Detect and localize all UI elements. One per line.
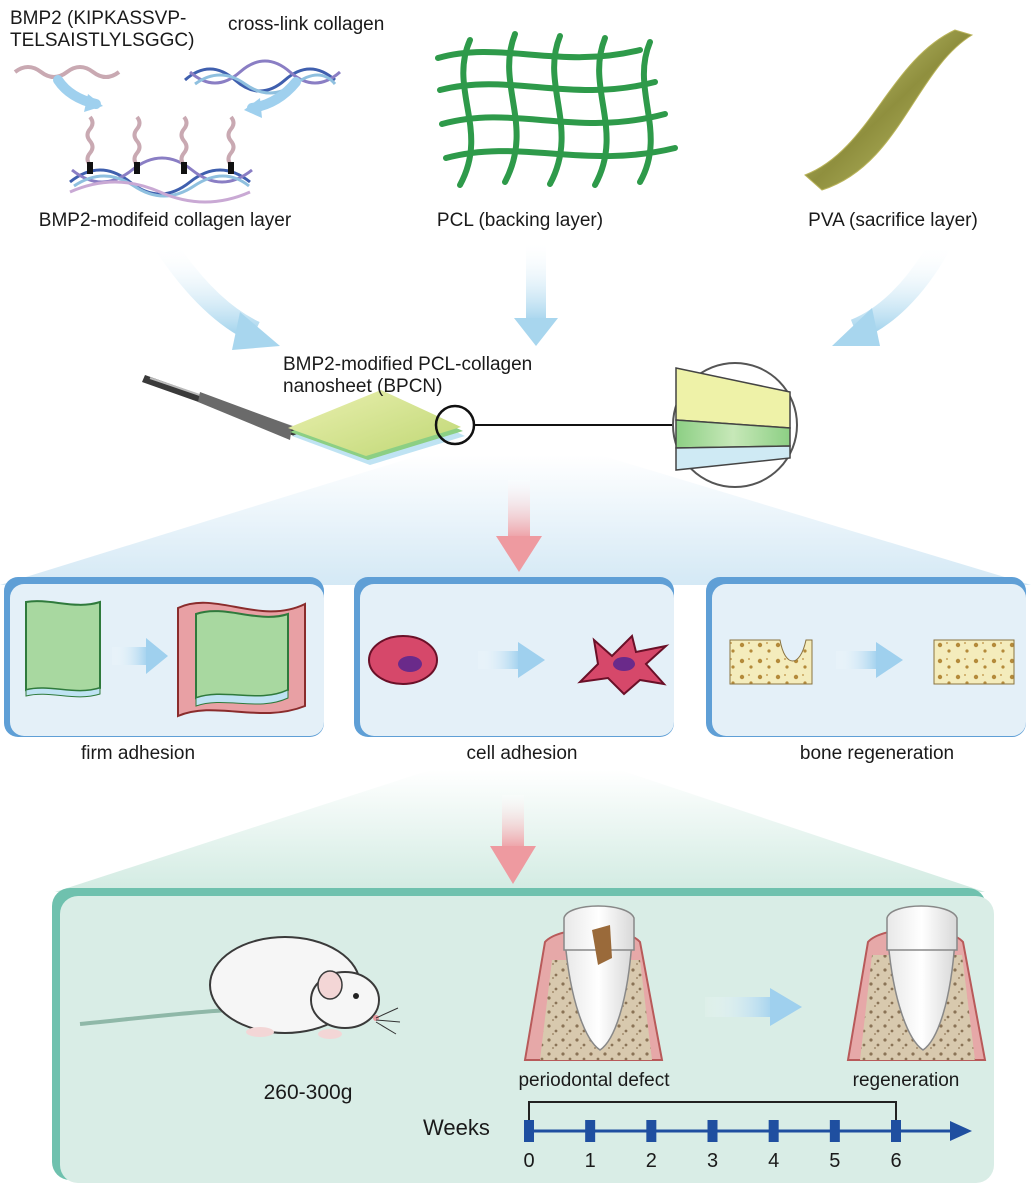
- nanosheet-label-line1: BMP2-modified PCL-collagen: [283, 354, 533, 375]
- rat-icon: [79, 936, 401, 1039]
- timeline-tick-mark: [524, 1120, 534, 1142]
- sheet-to-functions-arrow: [496, 480, 542, 572]
- rat-weight-label: 260-300g: [263, 1081, 353, 1104]
- treatment-arrow: [705, 988, 802, 1026]
- zoom-connector: [434, 362, 798, 488]
- timeline-tick-label: 5: [829, 1150, 841, 1172]
- crosslink-collagen-label: cross-link collagen: [228, 14, 385, 35]
- bmp2-modified-collagen-layer-icon: [69, 115, 253, 204]
- periodontal-defect-label: periodontal defect: [518, 1070, 670, 1091]
- weeks-timeline: [524, 1101, 972, 1142]
- timeline-tick-mark: [646, 1120, 657, 1142]
- timeline-tick-mark: [891, 1120, 901, 1142]
- timeline-tick-label: 3: [706, 1150, 719, 1172]
- pva-to-sheet-arrow: [832, 239, 950, 346]
- collagen-to-sheet-arrow: [155, 238, 280, 350]
- regeneration-label: regeneration: [852, 1070, 960, 1091]
- timeline-tick-mark: [585, 1120, 596, 1142]
- nanosheet-label-line2: nanosheet (BPCN): [283, 376, 443, 397]
- collagen-into-layer-arrow: [244, 77, 301, 118]
- bmp2-peptide-label-line2: TELSAISTLYLSGGC): [10, 30, 195, 51]
- pcl-label: PCL (backing layer): [436, 210, 604, 231]
- bmp2-peptide-strand-icon: [13, 65, 121, 79]
- regenerated-tooth-icon: [846, 905, 987, 1061]
- cell-adhesion-label: cell adhesion: [466, 743, 578, 764]
- bmp2-peptide-label-line1: BMP2 (KIPKASSVP-: [10, 8, 187, 29]
- timeline-tick-mark: [768, 1120, 779, 1142]
- collagen-layer-label: BMP2-modifeid collagen layer: [38, 210, 292, 231]
- firm-adhesion-label: firm adhesion: [80, 743, 196, 764]
- pcl-mesh-icon: [435, 31, 678, 188]
- timeline-title: Weeks: [423, 1115, 490, 1140]
- bpcn-nanosheet-icon: [288, 390, 465, 465]
- pcl-to-sheet-arrow: [514, 240, 558, 346]
- bmp2-into-layer-arrow: [53, 75, 103, 112]
- timeline-tick-mark: [829, 1120, 840, 1142]
- timeline-tick-label: 4: [768, 1150, 780, 1172]
- timeline-tick-mark: [707, 1120, 718, 1142]
- timeline-tick-label: 2: [645, 1150, 657, 1172]
- cell-adhesion-panel: [354, 577, 674, 737]
- bone-regeneration-panel: [706, 577, 1026, 737]
- tweezers-icon: [142, 375, 300, 440]
- timeline-tick-label: 0: [523, 1150, 535, 1172]
- timeline-tick-label: 1: [584, 1150, 596, 1172]
- firm-adhesion-panel: [4, 577, 324, 737]
- pva-ribbon-icon: [804, 29, 974, 191]
- functions-to-invivo-arrow: [490, 795, 536, 884]
- crosslink-collagen-helix-icon: [184, 59, 341, 95]
- periodontal-defect-tooth-icon: [523, 905, 664, 1061]
- pva-label: PVA (sacrifice layer): [808, 210, 978, 231]
- timeline-tick-label: 6: [890, 1150, 902, 1172]
- bone-regeneration-label: bone regeneration: [799, 743, 955, 764]
